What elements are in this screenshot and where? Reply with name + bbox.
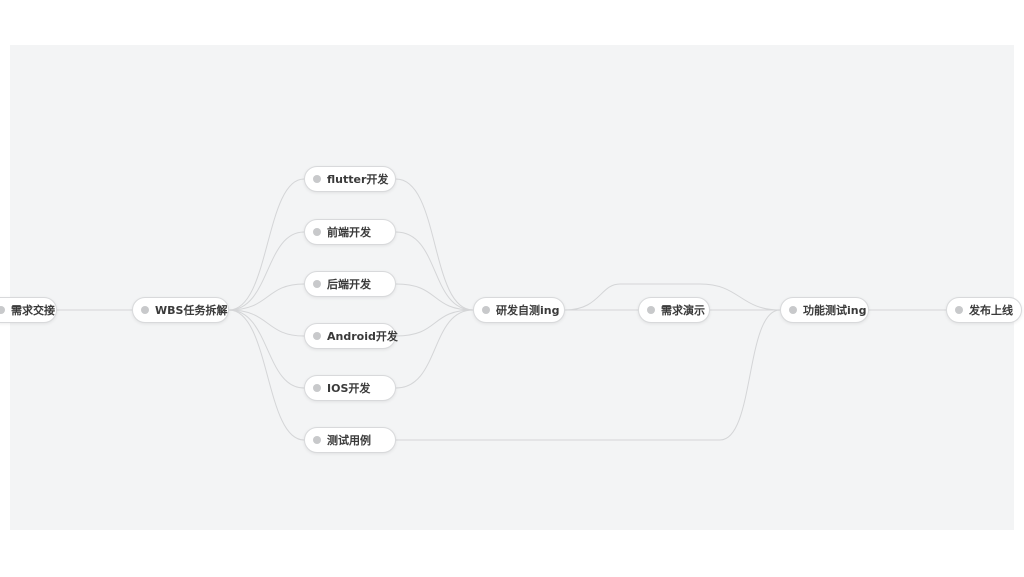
node-selftest[interactable]: 研发自测ing bbox=[473, 297, 565, 323]
edge-backend-selftest bbox=[395, 283, 474, 311]
edge-flutter-selftest bbox=[395, 178, 474, 311]
edge-testcase-functest bbox=[396, 309, 781, 441]
node-dot-icon bbox=[313, 436, 321, 444]
node-label: flutter开发 bbox=[327, 173, 389, 186]
node-dot-icon bbox=[313, 384, 321, 392]
node-dot-icon bbox=[141, 306, 149, 314]
node-dot-icon bbox=[313, 332, 321, 340]
node-dot-icon bbox=[313, 228, 321, 236]
node-flutter[interactable]: flutter开发 bbox=[304, 166, 396, 192]
node-label: 功能测试ing bbox=[803, 304, 867, 317]
node-dot-icon bbox=[789, 306, 797, 314]
node-dot-icon bbox=[955, 306, 963, 314]
node-android[interactable]: Android开发 bbox=[304, 323, 398, 349]
edge-ios-selftest bbox=[395, 309, 474, 389]
node-label: 后端开发 bbox=[327, 278, 371, 291]
edge-wbs-android bbox=[228, 309, 305, 337]
node-dot-icon bbox=[647, 306, 655, 314]
edge-wbs-flutter bbox=[228, 178, 305, 311]
node-wbs[interactable]: WBS任务拆解 bbox=[132, 297, 229, 323]
edge-wbs-testcase bbox=[228, 309, 305, 441]
node-label: 研发自测ing bbox=[496, 304, 560, 317]
node-label: Android开发 bbox=[327, 330, 398, 343]
node-dot-icon bbox=[0, 306, 5, 314]
diagram-canvas bbox=[10, 45, 1014, 530]
node-testcase[interactable]: 测试用例 bbox=[304, 427, 396, 453]
node-label: WBS任务拆解 bbox=[155, 304, 228, 317]
node-functest[interactable]: 功能测试ing bbox=[780, 297, 869, 323]
edge-wbs-ios bbox=[228, 309, 305, 389]
node-release[interactable]: 发布上线 bbox=[946, 297, 1022, 323]
node-dot-icon bbox=[313, 280, 321, 288]
node-label: 前端开发 bbox=[327, 226, 371, 239]
edge-android-selftest bbox=[395, 309, 474, 337]
edge-wbs-frontend bbox=[228, 231, 305, 311]
node-frontend[interactable]: 前端开发 bbox=[304, 219, 396, 245]
node-dot-icon bbox=[313, 175, 321, 183]
node-ios[interactable]: IOS开发 bbox=[304, 375, 396, 401]
node-dot-icon bbox=[482, 306, 490, 314]
node-label: 测试用例 bbox=[327, 434, 371, 447]
node-label: 需求交接 bbox=[11, 304, 55, 317]
node-label: IOS开发 bbox=[327, 382, 371, 395]
edge-frontend-selftest bbox=[395, 231, 474, 311]
node-demo[interactable]: 需求演示 bbox=[638, 297, 710, 323]
node-label: 发布上线 bbox=[969, 304, 1013, 317]
node-label: 需求演示 bbox=[661, 304, 705, 317]
node-backend[interactable]: 后端开发 bbox=[304, 271, 396, 297]
edge-wbs-backend bbox=[228, 283, 305, 311]
node-handover[interactable]: 需求交接 bbox=[0, 297, 57, 323]
edge-selftest-functest bbox=[564, 283, 781, 311]
